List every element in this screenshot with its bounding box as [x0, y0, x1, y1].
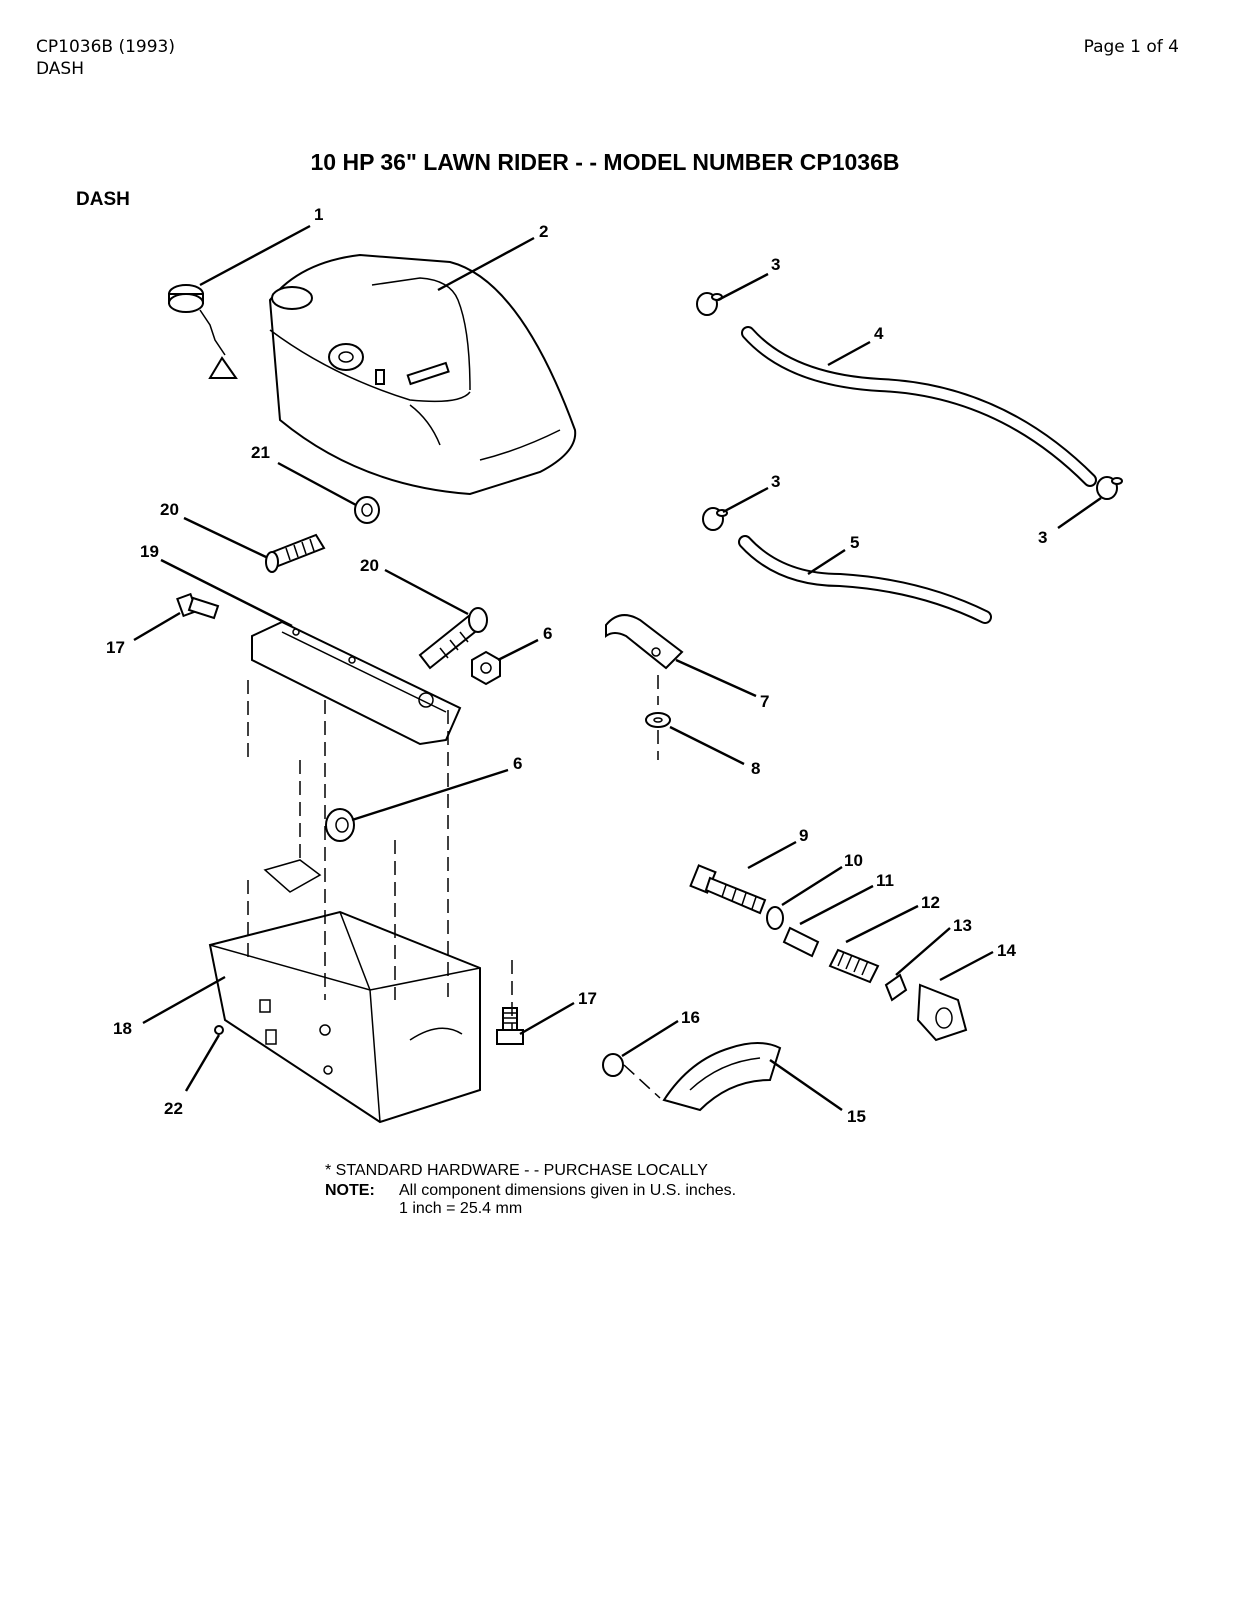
diagram-section-label: DASH [76, 189, 130, 210]
bolt-part [176, 592, 524, 1045]
callout-4: 4 [874, 324, 884, 343]
callout-21: 21 [251, 443, 270, 462]
hose-clamp-part [696, 292, 1123, 531]
callout-15: 15 [847, 1107, 866, 1126]
callout-12: 12 [921, 893, 940, 912]
callout-14: 14 [997, 941, 1016, 960]
callout-3b: 3 [771, 472, 780, 491]
page-header-left: CP1036B (1993) DASH [36, 36, 175, 80]
note-label: NOTE: [325, 1182, 375, 1199]
section-name: DASH [36, 59, 84, 79]
callout-5: 5 [850, 533, 859, 552]
callout-8: 8 [751, 759, 760, 778]
callout-2: 2 [539, 222, 548, 241]
callout-17b: 17 [106, 638, 125, 657]
callout-3c: 3 [1038, 528, 1047, 547]
callout-20: 20 [160, 500, 179, 519]
diagram-title: 10 HP 36" LAWN RIDER - - MODEL NUMBER CP… [310, 149, 899, 175]
notes-block: * STANDARD HARDWARE - - PURCHASE LOCALLY… [325, 1162, 736, 1217]
callout-19: 19 [140, 542, 159, 561]
callout-3: 3 [771, 255, 780, 274]
fastener-part [214, 1025, 224, 1035]
callout-6b: 6 [513, 754, 522, 773]
brake-hardware-part [689, 864, 968, 1042]
nut-part [325, 650, 501, 842]
assembly-guide-lines [247, 680, 513, 1030]
callout-17: 17 [578, 989, 597, 1008]
screw-part [265, 533, 488, 670]
note-text: All component dimensions given in U.S. i… [399, 1182, 736, 1199]
callout-6: 6 [543, 624, 552, 643]
washer-part [354, 496, 380, 524]
callout-1: 1 [314, 205, 323, 224]
callout-10: 10 [844, 851, 863, 870]
callout-16: 16 [681, 1008, 700, 1027]
standard-hardware-note: * STANDARD HARDWARE - - PURCHASE LOCALLY [325, 1162, 708, 1179]
unit-conversion-note: 1 inch = 25.4 mm [399, 1200, 522, 1217]
callout-20b: 20 [360, 556, 379, 575]
callout-labels: 1 2 3 4 3 3 5 6 7 8 6 9 10 11 12 13 14 1… [106, 205, 1047, 1126]
callout-18: 18 [113, 1019, 132, 1038]
lower-frame-part [208, 859, 481, 1124]
dash-bracket-part [251, 620, 462, 746]
document-id: CP1036B (1993) [36, 37, 175, 57]
dash-cover-part [268, 253, 577, 496]
callout-13: 13 [953, 916, 972, 935]
callout-11: 11 [876, 871, 894, 890]
fuel-cap-part [168, 284, 238, 379]
callout-22: 22 [164, 1099, 183, 1118]
callout-7: 7 [760, 692, 769, 711]
fuel-line-part [738, 326, 1097, 624]
line-clip-part [605, 614, 684, 760]
leader-lines [133, 224, 1102, 1111]
shift-panel-part [602, 1042, 782, 1112]
callout-9: 9 [799, 826, 808, 845]
page-number: Page 1 of 4 [1083, 37, 1179, 57]
